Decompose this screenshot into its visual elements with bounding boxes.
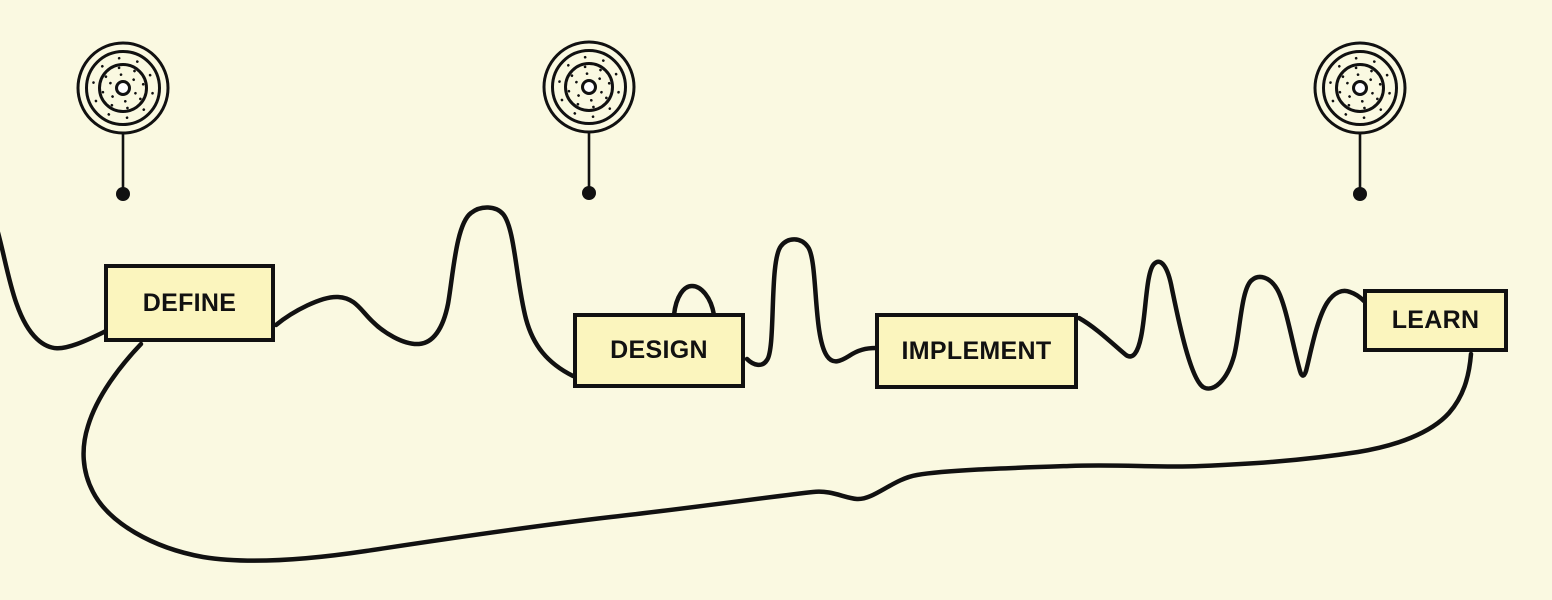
flow-line-define-to-design xyxy=(273,205,576,379)
stage-box-implement: IMPLEMENT xyxy=(875,313,1078,389)
stage-label: DESIGN xyxy=(610,336,708,364)
flow-line-design-to-implement xyxy=(744,237,879,368)
target-pin-icon xyxy=(1313,41,1407,203)
stage-box-design: DESIGN xyxy=(573,313,745,388)
stage-label: IMPLEMENT xyxy=(901,336,1052,365)
flow-line-implement-to-learn xyxy=(1076,259,1367,391)
target-pin-icon xyxy=(76,41,170,203)
flow-line-entry xyxy=(0,231,109,351)
stage-box-define: DEFINE xyxy=(104,264,275,342)
flow-line-return-loop xyxy=(81,341,1474,563)
stage-box-learn: LEARN xyxy=(1363,289,1508,352)
target-pin-icon xyxy=(542,40,636,202)
flow-line-design-top-bump xyxy=(671,283,717,318)
stage-label: DEFINE xyxy=(142,288,237,317)
stage-label: LEARN xyxy=(1391,306,1480,334)
